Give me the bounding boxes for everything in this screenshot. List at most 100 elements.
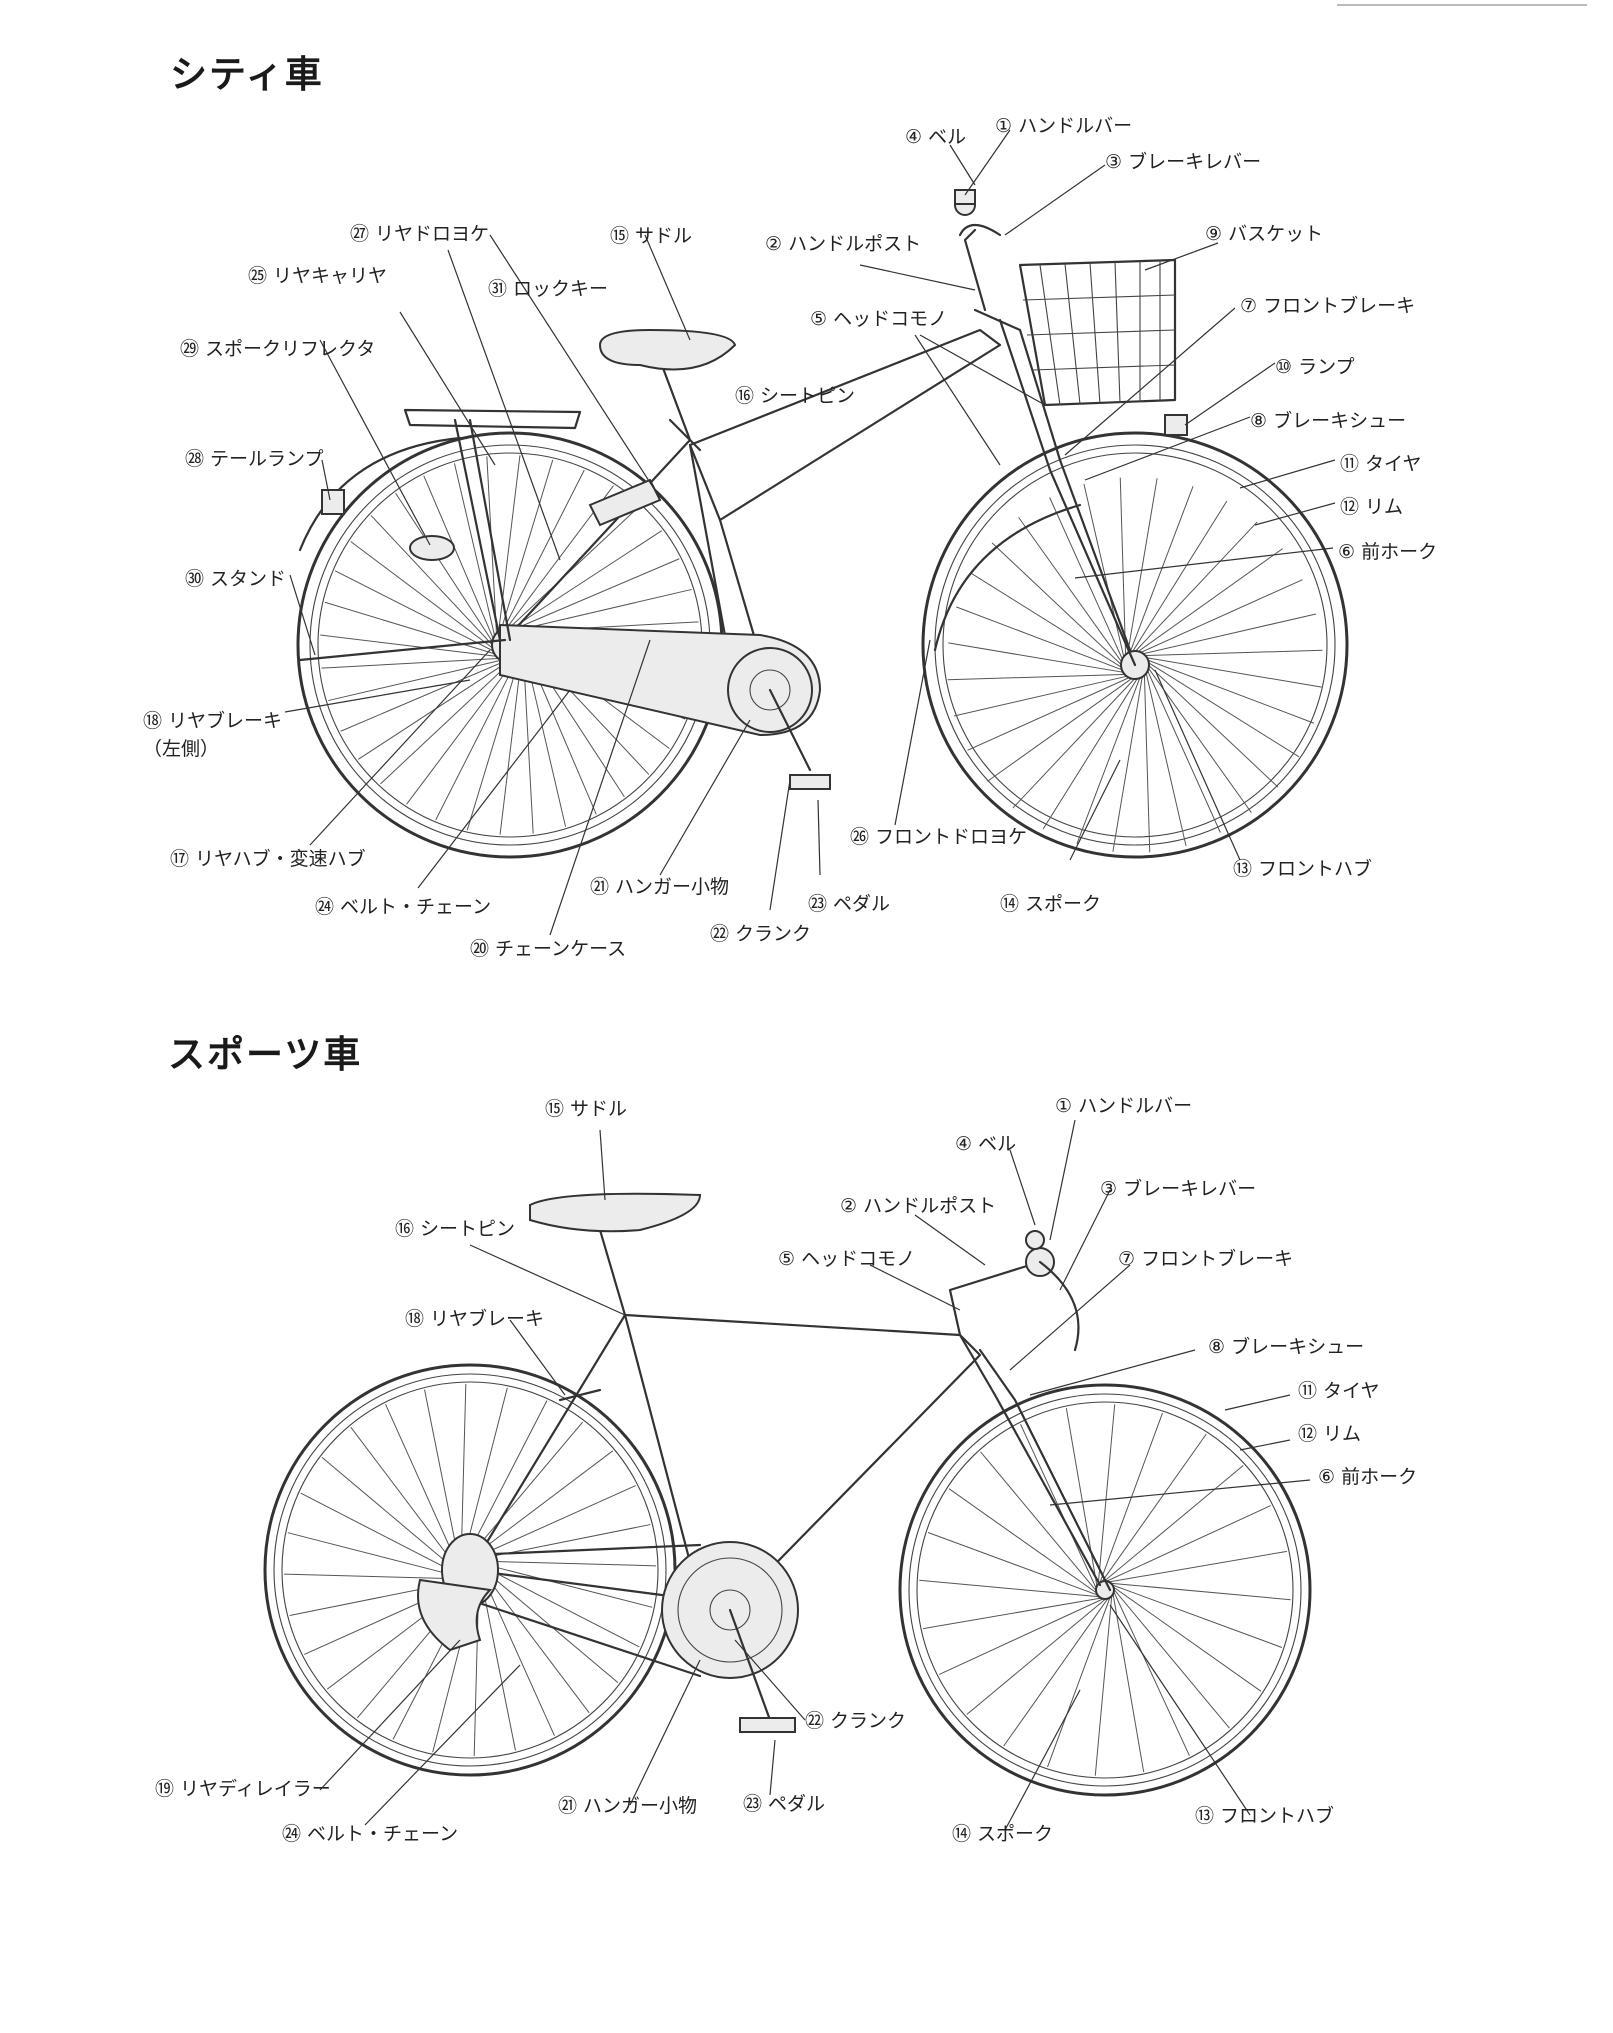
wheel-spoke: [1110, 1583, 1283, 1648]
sports-label-front-fork: ⑥ 前ホーク: [1318, 1466, 1417, 1488]
wheel-spoke: [1049, 497, 1126, 666]
wheel-spoke: [512, 588, 692, 632]
wheel-spoke: [334, 570, 500, 655]
city-label-brake-shoe: ⑧ ブレーキシュー: [1250, 409, 1406, 432]
wheel-spoke: [1111, 1585, 1262, 1692]
wheel-spoke: [509, 558, 680, 632]
wheel-spoke: [1112, 1591, 1145, 1773]
sports-label-pedal: ㉓ ペダル: [743, 1793, 825, 1815]
wheel-spoke: [1003, 1596, 1110, 1747]
city-label-bell: ④ ベル: [905, 126, 966, 148]
wheel-spoke: [486, 456, 498, 641]
wheel-spoke: [1138, 649, 1323, 657]
city-label-tire: ⑪ タイヤ: [1340, 453, 1421, 475]
city-label-saddle: ⑮ サドル: [610, 225, 692, 247]
wheel-spoke: [1097, 1404, 1116, 1587]
wheel-spoke: [453, 463, 497, 643]
wheel-spoke: [1100, 1433, 1207, 1584]
wheel-spoke: [321, 657, 506, 669]
wheel-spoke: [499, 651, 523, 835]
wheel-spoke: [1136, 613, 1317, 656]
city-bike-drawing: [296, 189, 1349, 859]
wheel-spoke: [320, 634, 504, 658]
wheel-spoke: [1018, 517, 1126, 668]
wheel-spoke: [1020, 1424, 1098, 1591]
wheel-spoke: [1083, 483, 1126, 664]
city-label-basket: ⑨ バスケット: [1205, 223, 1323, 245]
wheel-spoke: [980, 1451, 1098, 1593]
sports-label-spoke: ⑭ スポーク: [952, 1823, 1053, 1845]
wheel-spoke: [948, 1488, 1099, 1595]
wheel-spoke: [423, 475, 497, 646]
sports-frame: [417, 1192, 1112, 1733]
wheel-spoke: [1106, 1550, 1288, 1583]
wheel-spoke: [472, 1524, 651, 1561]
wheel-spoke: [919, 1579, 1102, 1598]
wheel-spoke: [466, 653, 522, 831]
city-front-wheel: [921, 431, 1349, 859]
city-label-rim: ⑫ リム: [1340, 496, 1403, 518]
wheel-spoke: [476, 1561, 653, 1608]
city-label-rear-hub: ⑰ リヤハブ・変速ハブ: [170, 847, 366, 870]
wheel-spoke: [1047, 1595, 1112, 1768]
city-label-hanger: ㉑ ハンガー小物: [590, 876, 729, 898]
city-label-front-fork: ⑥ 前ホーク: [1338, 541, 1437, 563]
wheel-spoke: [385, 1404, 461, 1571]
wheel-spoke: [350, 541, 499, 653]
wheel-spoke: [1112, 1587, 1230, 1729]
city-label-rear-fender: ㉗ リヤドロヨケ: [350, 223, 489, 245]
wheel-spoke: [987, 674, 1138, 782]
city-label-headset: ⑤ ヘッドコモノ: [810, 308, 947, 330]
wheel-spoke: [479, 1572, 516, 1751]
page-top-rule: [1337, 4, 1587, 6]
wheel-spoke: [1104, 1505, 1271, 1583]
wheel-spoke: [927, 1532, 1100, 1597]
wheel-spoke: [300, 1492, 463, 1577]
wheel-spoke: [1132, 548, 1283, 656]
wheel-spoke: [467, 1450, 614, 1561]
wheel-spoke: [1076, 671, 1143, 844]
city-label-handle-post: ② ハンドルポスト: [765, 233, 921, 255]
city-label-rear-carrier: ㉕ リヤキャリヤ: [248, 265, 387, 287]
wheel-spoke: [350, 1426, 461, 1573]
city-label-brake-lever: ③ ブレーキレバー: [1105, 150, 1261, 173]
wheel-spoke: [1141, 657, 1314, 724]
sports-bike-drawing: [263, 1192, 1312, 1797]
wheel-spoke: [1098, 1412, 1163, 1585]
city-label-front-brake: ⑦ フロントブレーキ: [1240, 294, 1415, 317]
city-label-spoke-reflector: ㉙ スポークリフレクタ: [180, 338, 375, 360]
wheel-spoke: [328, 658, 508, 702]
wheel-spoke: [469, 1485, 636, 1561]
wheel-spoke: [1143, 659, 1300, 758]
sports-label-headset: ⑤ ヘッドコモノ: [778, 1248, 915, 1270]
wheel-spoke: [479, 1569, 555, 1736]
sports-label-handlebar: ① ハンドルバー: [1055, 1095, 1192, 1117]
wheel-spoke: [1042, 673, 1141, 830]
wheel-spoke: [406, 656, 518, 805]
wheel-spoke: [424, 1389, 461, 1568]
wheel-spoke: [956, 606, 1129, 673]
sports-label-crank: ㉒ クランク: [805, 1710, 906, 1732]
wheel-spoke: [370, 515, 498, 651]
wheel-spoke: [478, 1565, 619, 1684]
sports-label-brake-lever: ③ ブレーキレバー: [1100, 1177, 1256, 1200]
wheel-spoke: [1094, 1593, 1113, 1776]
wheel-spoke: [507, 530, 663, 632]
sports-label-bell: ④ ベル: [955, 1133, 1016, 1155]
sports-label-saddle: ⑮ サドル: [545, 1098, 627, 1120]
wheel-spoke: [1065, 1407, 1098, 1589]
city-label-front-fender: ㉖ フロントドロヨケ: [850, 826, 1027, 848]
wheel-spoke: [966, 1597, 1108, 1715]
wheel-spoke: [947, 673, 1132, 681]
wheel-spoke: [465, 1421, 584, 1562]
wheel-spoke: [1108, 1582, 1291, 1601]
wheel-spoke: [991, 542, 1127, 670]
wheel-spoke: [498, 459, 554, 637]
wheel-spoke: [1143, 668, 1151, 853]
wheel-spoke: [939, 1597, 1106, 1675]
wheel-spoke: [1134, 579, 1303, 656]
wheel-spoke: [500, 469, 585, 635]
wheel-spoke: [922, 1597, 1104, 1630]
wheel-spoke: [1144, 664, 1221, 833]
